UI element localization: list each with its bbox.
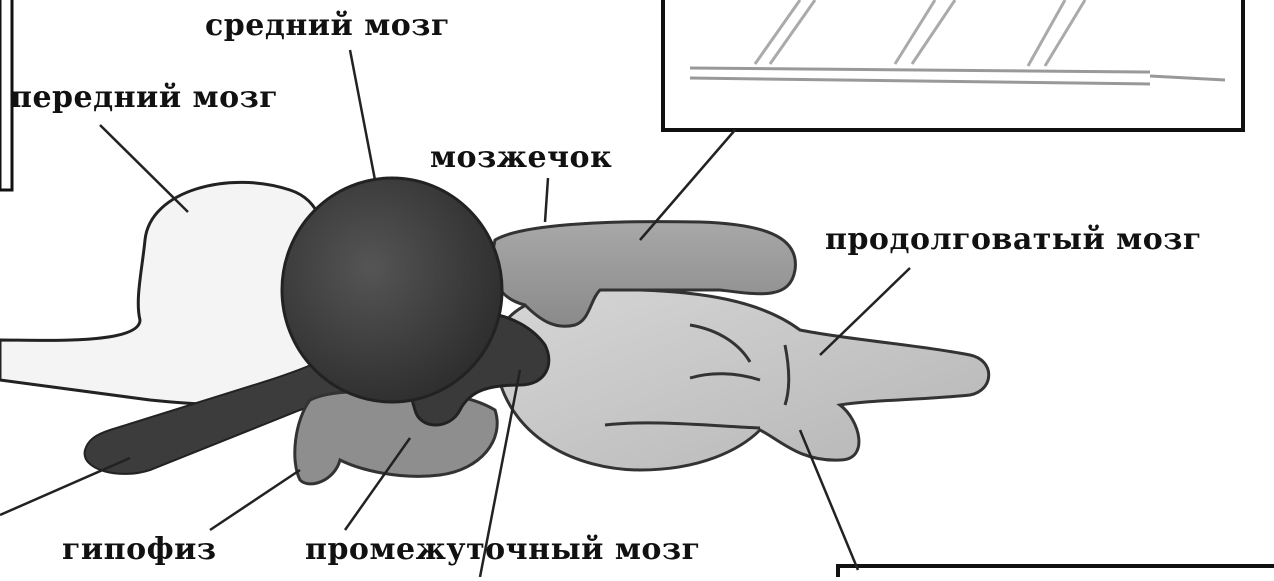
bottom-box-fragment (838, 566, 1274, 577)
label-forebrain: передний мозг (10, 80, 278, 115)
label-pituitary: гипофиз (62, 532, 217, 567)
diencephalon-shape (295, 392, 497, 484)
forebrain-shape (0, 182, 324, 404)
midbrain-shape (282, 178, 502, 402)
inset-box (663, 0, 1243, 130)
label-cerebellum: мозжечок (430, 140, 612, 175)
label-diencephalon: промежуточный мозг (305, 532, 700, 567)
label-medulla: продолговатый мозг (825, 222, 1202, 257)
label-midbrain: средний мозг (205, 8, 450, 43)
